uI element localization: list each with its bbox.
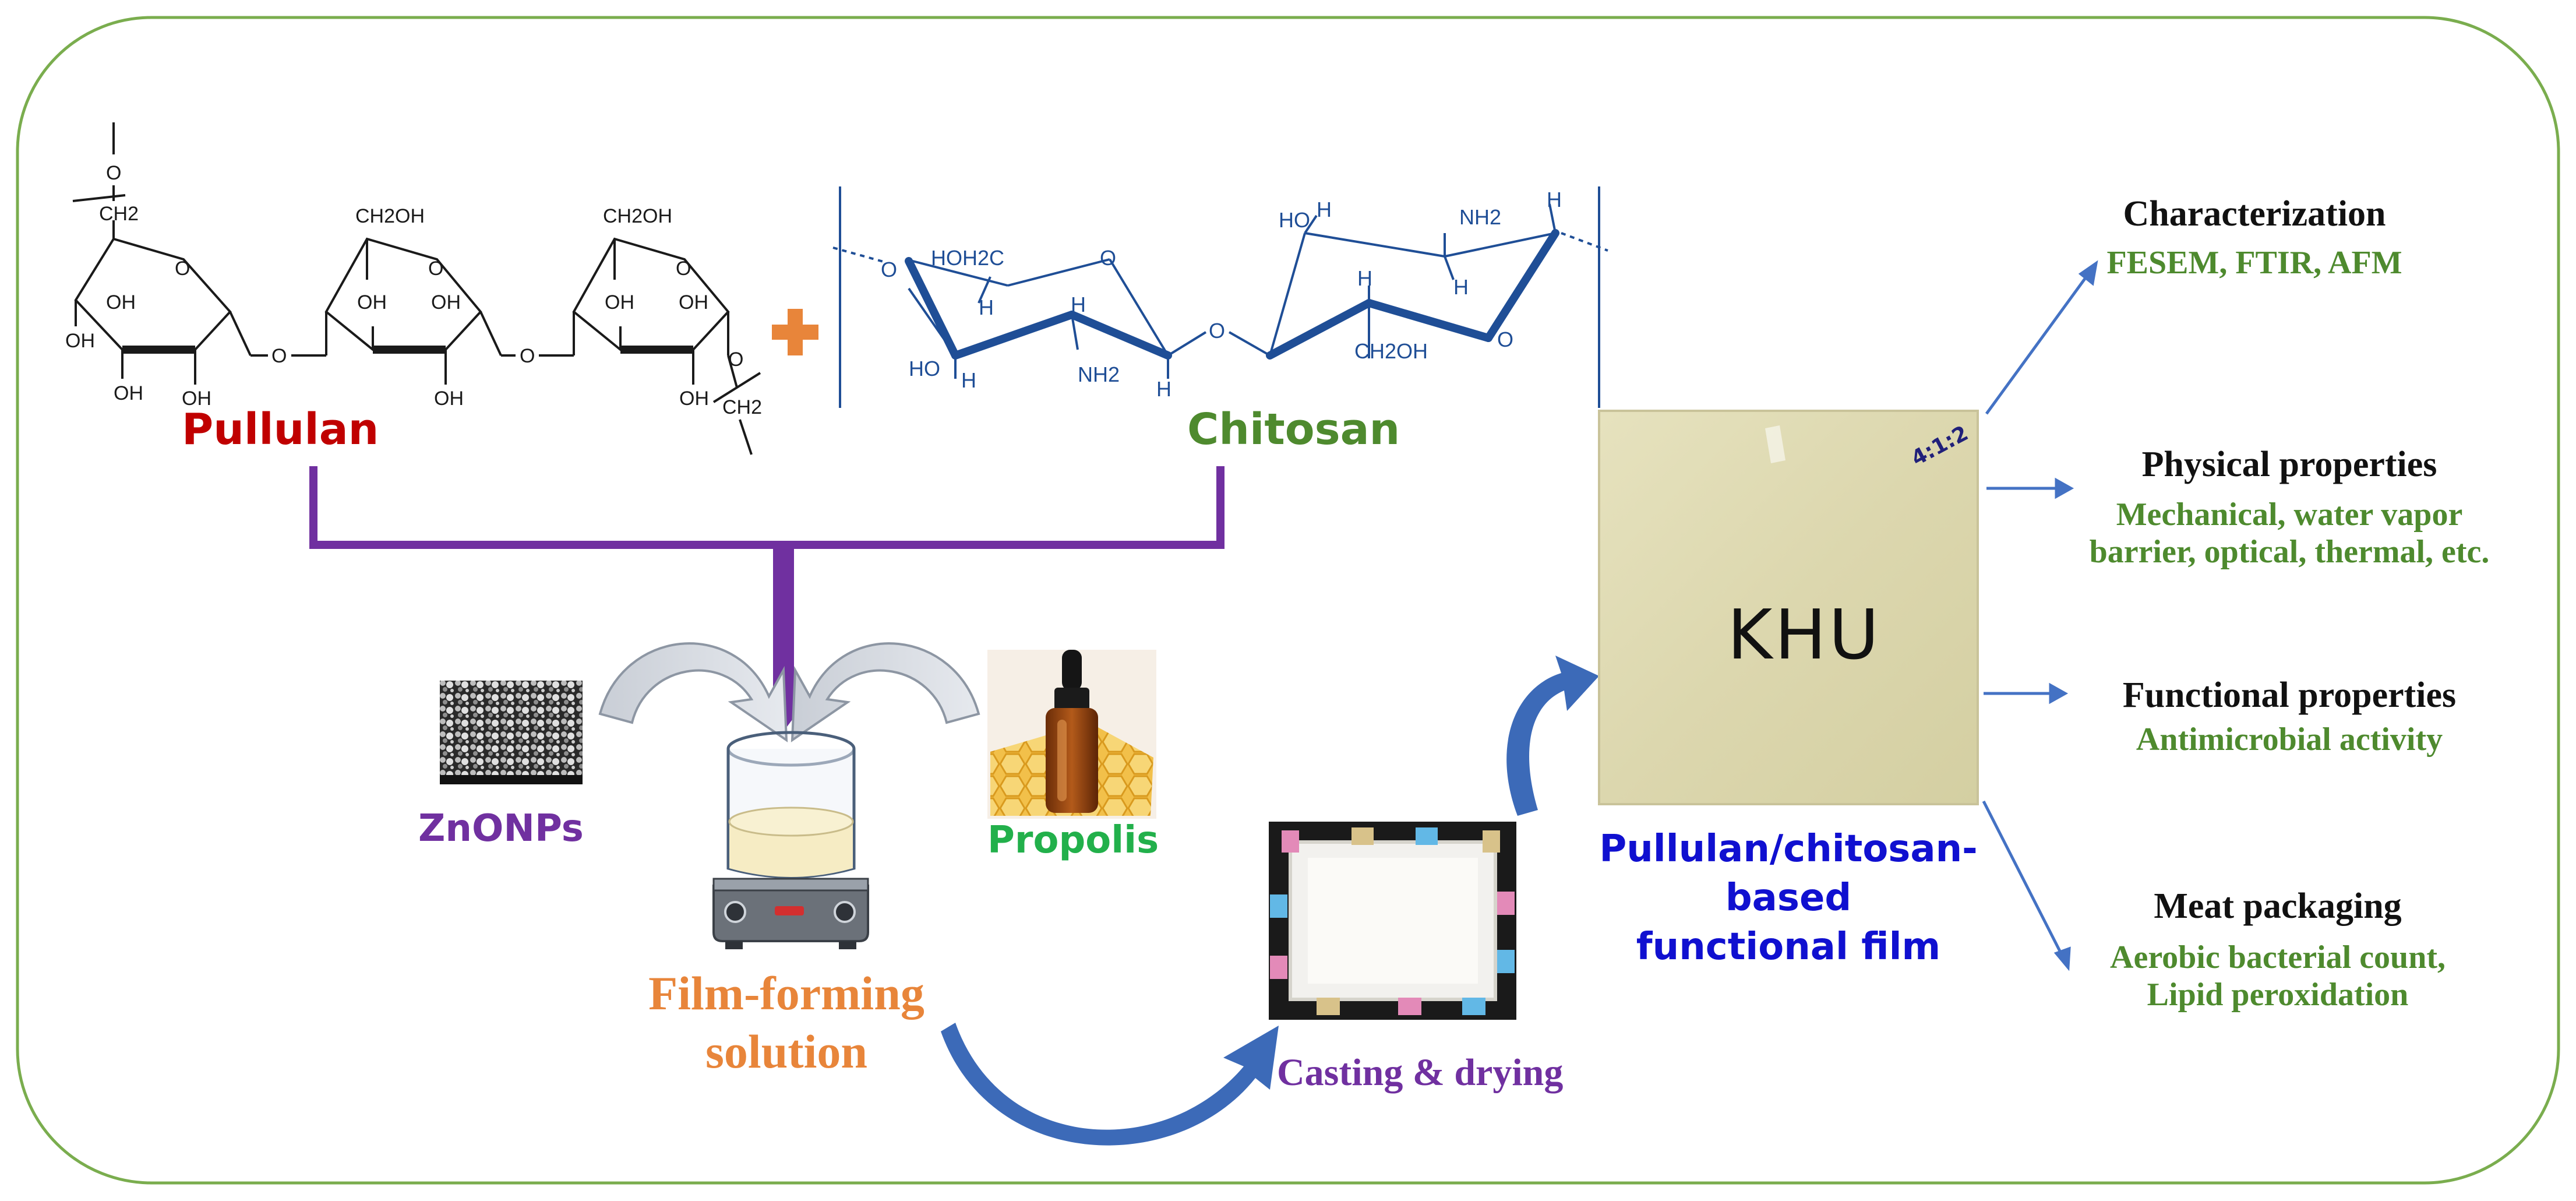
output-meat-packaging: Meat packaging Aerobic bacterial count, … [2045,886,2511,1013]
film-label-line-1: Pullulan/chitosan- [1599,827,1978,871]
svg-text:HO: HO [909,357,940,381]
film-forming-solution-label: Film-forming solution [606,964,967,1081]
svg-text:H: H [1156,377,1171,401]
svg-text:H: H [979,295,994,319]
svg-text:O: O [520,345,535,367]
solution-line-1: Film-forming [648,967,924,1020]
svg-text:OH: OH [605,291,634,314]
svg-text:HOH2C: HOH2C [931,246,1004,270]
propolis-label: Propolis [987,819,1159,862]
svg-text:NH2: NH2 [1078,362,1120,386]
svg-text:OH: OH [106,291,136,314]
svg-text:OH: OH [679,388,709,410]
svg-text:CH2OH: CH2OH [1354,339,1428,363]
svg-text:O: O [428,258,443,280]
output-detail: Aerobic bacterial count, [2110,939,2446,975]
output-detail: FESEM, FTIR, AFM [2106,245,2402,281]
svg-text:O: O [676,258,691,280]
output-detail: Antimicrobial activity [2136,721,2443,758]
svg-text:H: H [1547,188,1562,212]
svg-text:CH2OH: CH2OH [603,205,672,227]
svg-text:H: H [1357,266,1372,290]
film-handwritten-text: KHU [1727,594,1882,675]
chitosan-atom-labels: O HOH2C O H H HO H NH2 H O HO H H CH2OH … [881,188,1562,401]
output-detail: Lipid peroxidation [2147,977,2409,1013]
propolis-image [987,650,1156,819]
svg-text:O: O [728,348,743,371]
curved-arrow-solution-to-casting [941,1023,1279,1146]
beaker-on-stirrer [712,731,869,949]
svg-text:H: H [961,368,976,392]
grey-arrow-left [598,642,788,742]
svg-text:OH: OH [114,382,143,404]
svg-text:OH: OH [431,291,461,314]
svg-text:H: H [1071,293,1086,316]
output-characterization: Characterization FESEM, FTIR, AFM [2021,193,2487,281]
svg-text:O: O [881,258,897,281]
zno-sem-image [440,681,583,784]
output-detail: Mechanical, water vapor [2116,496,2463,533]
svg-text:NH2: NH2 [1459,205,1501,229]
svg-text:O: O [106,162,121,184]
svg-text:OH: OH [434,388,464,410]
svg-text:O: O [271,345,287,367]
output-physical-properties: Physical properties Mechanical, water va… [2056,444,2522,570]
output-title: Characterization [2123,194,2386,234]
chitosan-label: Chitosan [1187,404,1400,455]
output-detail: barrier, optical, thermal, etc. [2089,534,2490,570]
output-arrows [1982,260,2098,971]
svg-text:CH2: CH2 [722,396,762,418]
casting-drying-label: Casting & drying [1277,1051,1564,1094]
svg-text:CH2: CH2 [99,203,139,225]
svg-text:OH: OH [182,388,211,410]
casting-tray-image [1269,822,1516,1020]
svg-text:O: O [1100,246,1116,270]
pullulan-structure [72,122,761,455]
pullulan-label: Pullulan [182,404,379,455]
svg-text:O: O [1497,327,1513,351]
outer-frame [16,16,2560,1185]
plus-icon [772,309,818,355]
svg-text:OH: OH [65,330,95,352]
functional-film-label: Pullulan/chitosan- based functional film [1596,825,1981,971]
output-title: Functional properties [2122,675,2457,715]
grey-arrow-right [791,642,980,742]
svg-text:OH: OH [679,291,708,314]
film-sample-image [1598,410,1979,805]
curved-arrow-casting-to-film [1506,656,1599,816]
svg-text:H: H [1317,198,1332,221]
svg-text:O: O [175,258,190,280]
sem-scale-bar [440,775,583,784]
svg-text:H: H [1453,275,1469,299]
zno-label: ZnONPs [418,807,584,850]
pullulan-atom-labels: O CH2 O OH OH OH OH O CH2OH O OH OH OH O… [65,162,762,418]
output-title: Meat packaging [2154,886,2402,926]
output-title: Physical properties [2141,445,2437,484]
film-label-line-3: functional film [1636,925,1941,968]
solution-line-2: solution [705,1025,867,1078]
svg-text:HO: HO [1279,208,1310,232]
svg-text:OH: OH [357,291,387,314]
chitosan-structure [832,186,1608,408]
output-functional-properties: Functional properties Antimicrobial acti… [2056,675,2522,758]
svg-text:CH2OH: CH2OH [355,205,425,227]
svg-text:O: O [1209,319,1225,343]
film-label-line-2: based [1725,876,1852,920]
